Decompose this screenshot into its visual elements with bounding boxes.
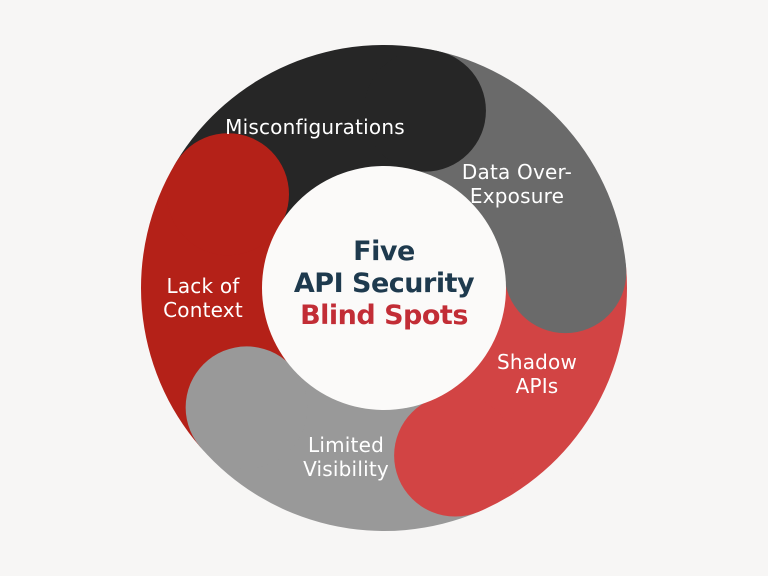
segment-label-data-over-exposure: Data Over- Exposure	[461, 160, 573, 208]
donut-center	[262, 166, 506, 410]
segment-misconfigurations-cap	[363, 49, 486, 172]
segment-shadow-apis-cap	[394, 394, 517, 517]
title-line-3: Blind Spots	[300, 300, 468, 331]
center-title: Five API Security Blind Spots	[293, 236, 475, 332]
segment-label-shadow-apis: Shadow APIs	[496, 350, 578, 398]
segment-limited-visibility-cap	[185, 346, 308, 469]
title-line-1: Five	[353, 236, 415, 267]
segment-data-over-exposure-cap	[504, 211, 627, 334]
title-line-2: API Security	[293, 268, 475, 299]
segment-label-lack-of-context: Lack of Context	[163, 274, 243, 322]
segment-label-misconfigurations: Misconfigurations	[225, 115, 405, 139]
segment-lack-of-context-cap	[166, 133, 289, 256]
segment-label-limited-visibility: Limited Visibility	[303, 433, 389, 481]
